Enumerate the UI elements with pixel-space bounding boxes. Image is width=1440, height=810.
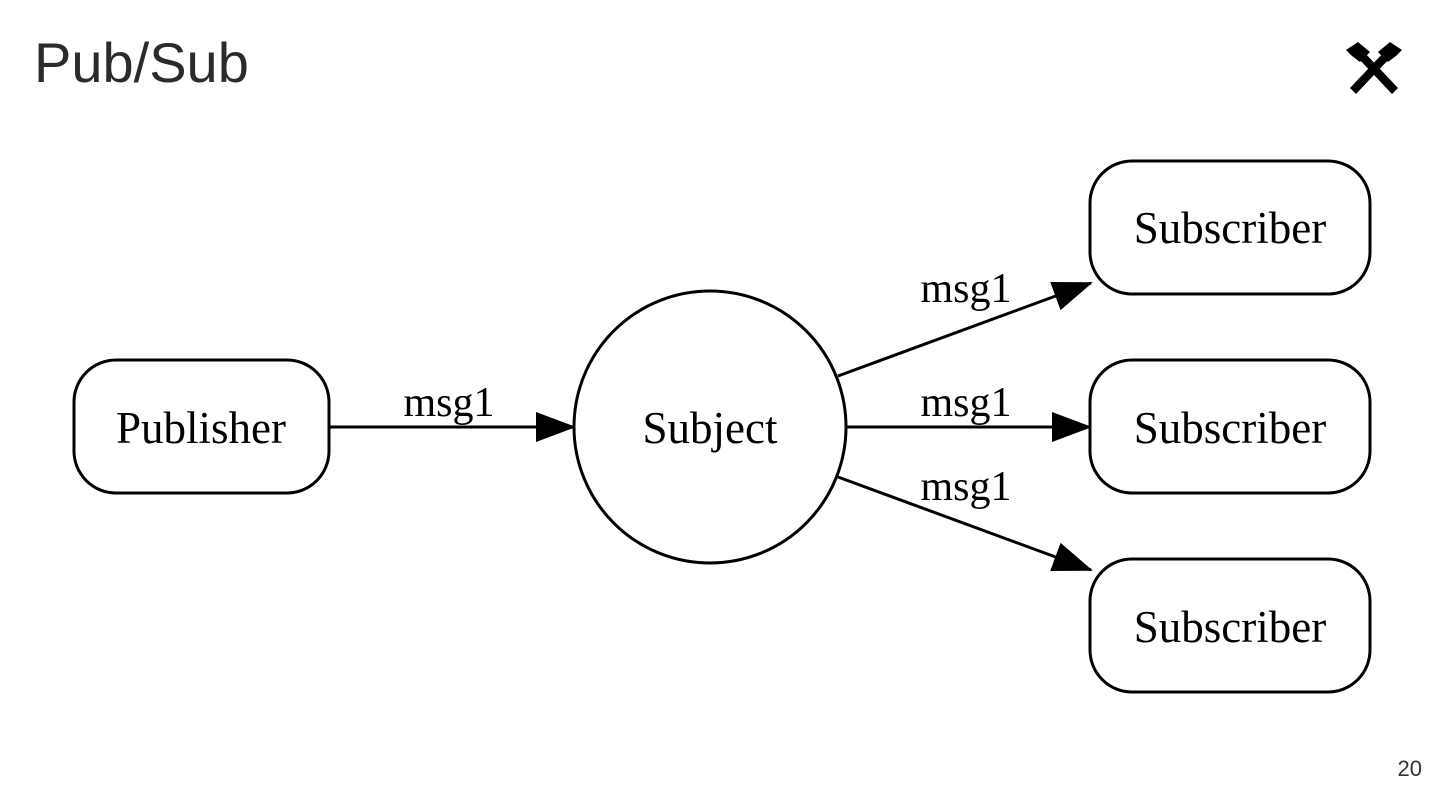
crossed-hammers-icon	[1346, 42, 1402, 94]
edge-label: msg1	[920, 464, 1011, 510]
edge-subject-to-subscriber-1: msg1	[837, 266, 1093, 378]
slide-title: Pub/Sub	[34, 31, 249, 94]
node-label: Subscriber	[1134, 403, 1326, 453]
node-label: Subscriber	[1134, 602, 1326, 652]
edge-subject-to-subscriber-3: msg1	[837, 464, 1093, 572]
node-subscriber-3: Subscriber	[1088, 557, 1372, 694]
edge-label: msg1	[920, 266, 1011, 312]
node-label: Subscriber	[1134, 203, 1326, 253]
node-label: Subject	[643, 403, 778, 453]
node-subject: Subject	[572, 289, 848, 565]
edge-label: msg1	[403, 380, 494, 426]
edge-label: msg1	[920, 380, 1011, 426]
edge-subject-to-subscriber-2: msg1	[846, 380, 1092, 442]
page-number: 20	[1397, 756, 1422, 781]
node-subscriber-2: Subscriber	[1088, 358, 1372, 495]
node-subscriber-1: Subscriber	[1088, 159, 1372, 296]
edge-publisher-to-subject: msg1	[329, 380, 576, 442]
node-publisher: Publisher	[72, 358, 331, 495]
node-label: Publisher	[116, 403, 286, 453]
